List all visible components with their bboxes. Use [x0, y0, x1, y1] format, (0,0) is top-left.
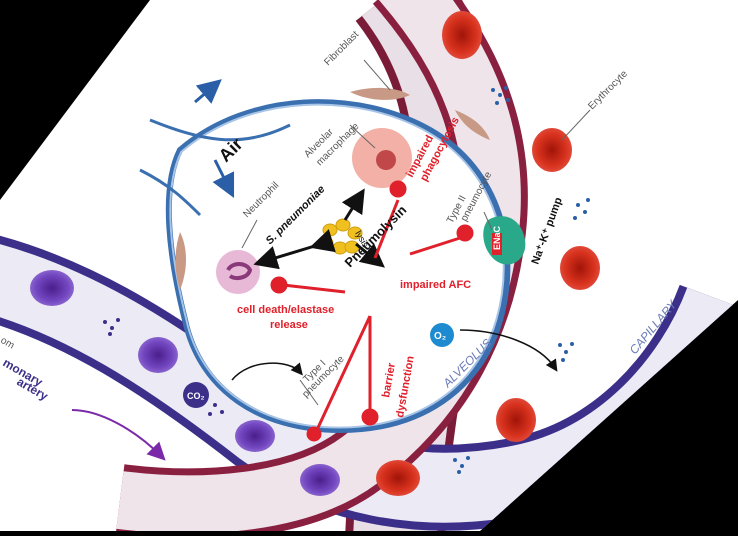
neutrophil — [216, 250, 260, 294]
erythrocytes — [376, 11, 600, 496]
leader-lines — [241, 59, 591, 406]
venous-cells — [30, 270, 340, 496]
fibroblast-cells — [175, 87, 490, 290]
alveolus — [165, 99, 511, 434]
cell-death-label-1: cell death/elastase — [237, 304, 334, 316]
cell-death-label-2: release — [270, 319, 308, 331]
inhibition-lines — [270, 180, 474, 442]
from-partial-label: om — [0, 335, 16, 351]
alveolar-macrophage — [352, 128, 412, 188]
air-arrows — [194, 79, 235, 199]
interaction-arrows — [231, 188, 558, 381]
co2-molecule: CO₂ — [183, 382, 209, 408]
enac-label: ENaC — [492, 225, 502, 250]
airway-wall — [139, 118, 291, 217]
gas-dots — [453, 86, 590, 474]
o2-molecule: O₂ — [430, 323, 454, 347]
blood-flow-arrow — [71, 409, 166, 461]
impaired-afc-label: impaired AFC — [400, 279, 471, 291]
co2-dots — [103, 318, 224, 416]
svg-text:CO₂: CO₂ — [187, 391, 205, 401]
type2-pneumocyte: ENaC — [483, 216, 526, 265]
svg-text:O₂: O₂ — [434, 331, 446, 342]
